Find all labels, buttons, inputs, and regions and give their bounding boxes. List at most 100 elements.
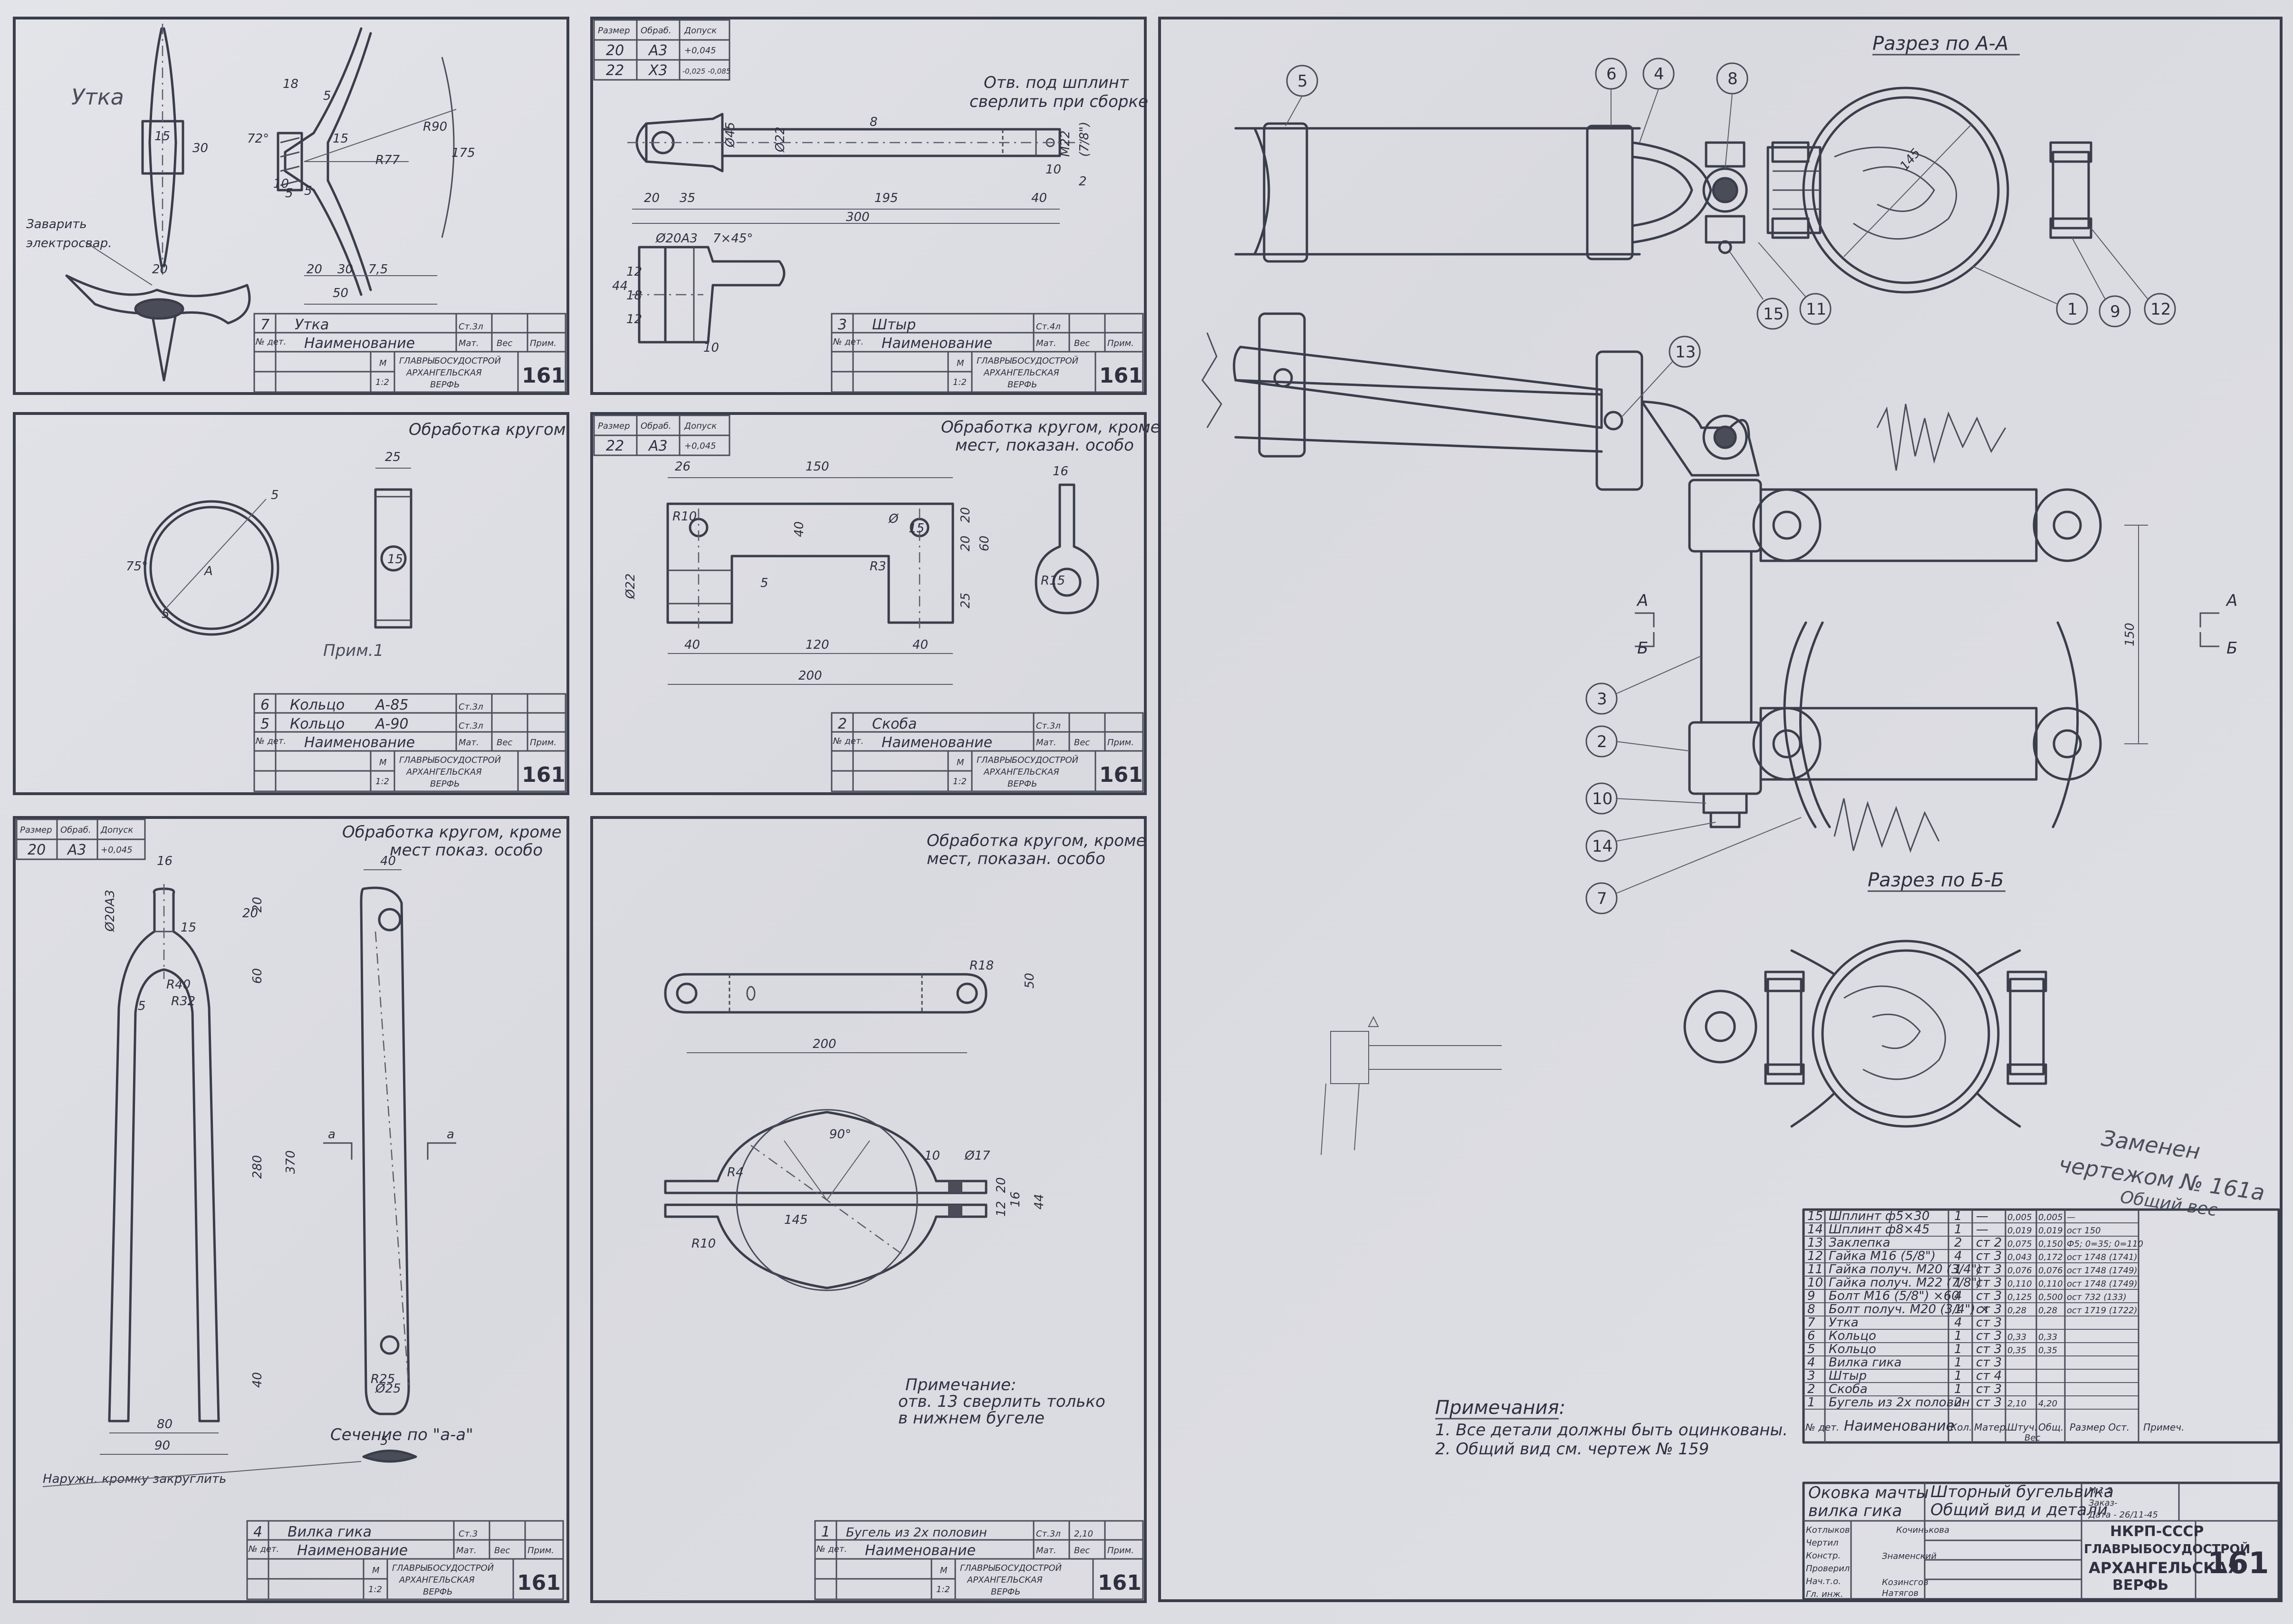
- org-4: ВЕРФЬ: [2112, 1577, 2168, 1594]
- part-title: Бугель из 2х половин: [846, 1526, 987, 1540]
- dim: 8: [870, 115, 878, 129]
- spec-cell: ост 1719 (1722): [2067, 1306, 2138, 1316]
- spec-cell: 0,28: [2038, 1306, 2057, 1316]
- dim: 15: [154, 129, 170, 144]
- dim: 40: [912, 638, 928, 652]
- spec-cell: Бугель из 2х половин: [1829, 1395, 1970, 1410]
- part-title: Штыр: [872, 317, 916, 333]
- spec-cell: 1: [1954, 1209, 1962, 1223]
- dim: 7×45°: [713, 231, 753, 246]
- spec-cell: 11: [1807, 1262, 1823, 1277]
- spec-cell: 2,10: [2007, 1399, 2026, 1409]
- spec-cell: 4: [1954, 1249, 1962, 1263]
- th: Размер: [598, 421, 630, 431]
- spec-cell: 8: [1807, 1302, 1815, 1316]
- note-1: 1. Все детали должны быть оцинкованы.: [1435, 1421, 1788, 1440]
- part-title: Кольцо: [290, 697, 345, 713]
- staff-role: Чертил: [1806, 1538, 1839, 1548]
- staff-role: Констр.: [1806, 1551, 1841, 1561]
- org3: ВЕРФЬ: [423, 1587, 452, 1597]
- dim: 5: [271, 488, 279, 502]
- dim: 25: [385, 450, 401, 464]
- spec-cell: 15: [1807, 1209, 1823, 1223]
- org3: ВЕРФЬ: [991, 1587, 1020, 1597]
- dim: 50: [1023, 973, 1037, 989]
- col-name: Наименование: [297, 1542, 408, 1559]
- dim: 80: [157, 1417, 173, 1432]
- td: А3: [648, 438, 668, 454]
- cut-mark: Б: [2226, 639, 2237, 658]
- main-title-block: Оковка мачты вилка гика Шторный бугельви…: [1802, 1481, 2280, 1601]
- scale-m: М: [379, 758, 387, 768]
- weld-note-1: Заварить: [26, 217, 87, 231]
- dim: 12: [626, 265, 642, 279]
- frame-main: [1158, 17, 2283, 1602]
- spec-cell: 0,019: [2038, 1226, 2063, 1236]
- dim: 60: [978, 536, 992, 551]
- spec-cell: ост 732 (133): [2067, 1292, 2127, 1302]
- spec-cell: 0,125: [2007, 1292, 2032, 1302]
- spec-cell: 0,110: [2007, 1279, 2032, 1289]
- spec-cell: ст 3: [1976, 1329, 2002, 1343]
- dim: 200: [813, 1037, 836, 1051]
- dim: 75°: [126, 559, 148, 574]
- org3: ВЕРФЬ: [430, 779, 460, 789]
- spec-cell: 0,35: [2007, 1345, 2026, 1355]
- org2: АРХАНГЕЛЬСКАЯ: [983, 368, 1059, 378]
- dim: Ø25: [375, 1382, 401, 1396]
- spec-header: Размер Ост.: [2070, 1422, 2130, 1433]
- col-mat: Мат.: [1036, 338, 1056, 348]
- col-mat: Мат.: [1036, 738, 1056, 748]
- spec-cell: ст 3: [1976, 1289, 2002, 1303]
- staff-role: Нач.т.о.: [1806, 1576, 1841, 1586]
- spec-cell: Гайка М16 (5/8"): [1829, 1249, 1936, 1263]
- part-material: Ст.3л: [1036, 721, 1061, 731]
- spec-cell: 0,005: [2007, 1212, 2032, 1222]
- spec-cell: 0,005: [2038, 1212, 2063, 1222]
- section-mark-a: а: [447, 1127, 454, 1142]
- col-note: Прим.: [1107, 1546, 1134, 1556]
- col-weight: Вес: [1074, 738, 1090, 748]
- part-title: Утка: [295, 317, 329, 333]
- pin-note-2: сверлить при сборке: [969, 92, 1148, 111]
- col-name: Наименование: [865, 1542, 976, 1559]
- dim: 60: [250, 968, 265, 984]
- col-note: Прим.: [530, 738, 556, 748]
- dim: (7/8"): [1077, 122, 1092, 157]
- org: ГЛАВРЫБОСУДОСТРОЙ: [399, 755, 501, 765]
- dim: 26: [675, 460, 691, 474]
- part-number: 1: [821, 1524, 830, 1540]
- dim: 72°: [247, 132, 269, 146]
- spec-cell: 0,33: [2038, 1332, 2057, 1342]
- dim: 20: [152, 262, 168, 277]
- part-number: 2: [838, 716, 847, 732]
- col-num: № дет.: [248, 1544, 279, 1554]
- spec-cell: ст 3: [1976, 1262, 2002, 1277]
- dim: 15: [333, 132, 348, 146]
- col-name: Наименование: [304, 335, 415, 352]
- section-mark-a: а: [328, 1127, 336, 1142]
- callout-13: 13: [1675, 343, 1696, 362]
- panel-frames: [13, 17, 2283, 1603]
- dim: 10: [924, 1149, 940, 1163]
- spec-cell: 0,500: [2038, 1292, 2063, 1302]
- dim: 200: [798, 669, 822, 683]
- dim: 50: [333, 286, 348, 300]
- td: -0,025 -0,085: [682, 67, 730, 76]
- org2: АРХАНГЕЛЬСКАЯ: [406, 368, 482, 378]
- dim: R3: [870, 559, 886, 574]
- dim: 20: [959, 507, 973, 523]
- dim: R10: [691, 1237, 716, 1251]
- col-mat: Мат.: [459, 338, 479, 348]
- dim: 40: [250, 1372, 265, 1388]
- callout-4: 4: [1654, 65, 1664, 84]
- part-callouts: 5 6 4 8 1 9 12 15 11 13 3 2 10: [1285, 58, 2176, 914]
- dim: R32: [171, 994, 195, 1009]
- spec-cell: ст 3: [1976, 1382, 2002, 1396]
- spec-cell: ост 1748 (1749): [2067, 1266, 2138, 1276]
- cut-mark: Б: [1637, 639, 1648, 658]
- scale-m: М: [957, 758, 964, 768]
- callout-8: 8: [1727, 69, 1738, 88]
- col-name: Наименование: [304, 734, 415, 751]
- spec-cell: 0,075: [2007, 1239, 2032, 1249]
